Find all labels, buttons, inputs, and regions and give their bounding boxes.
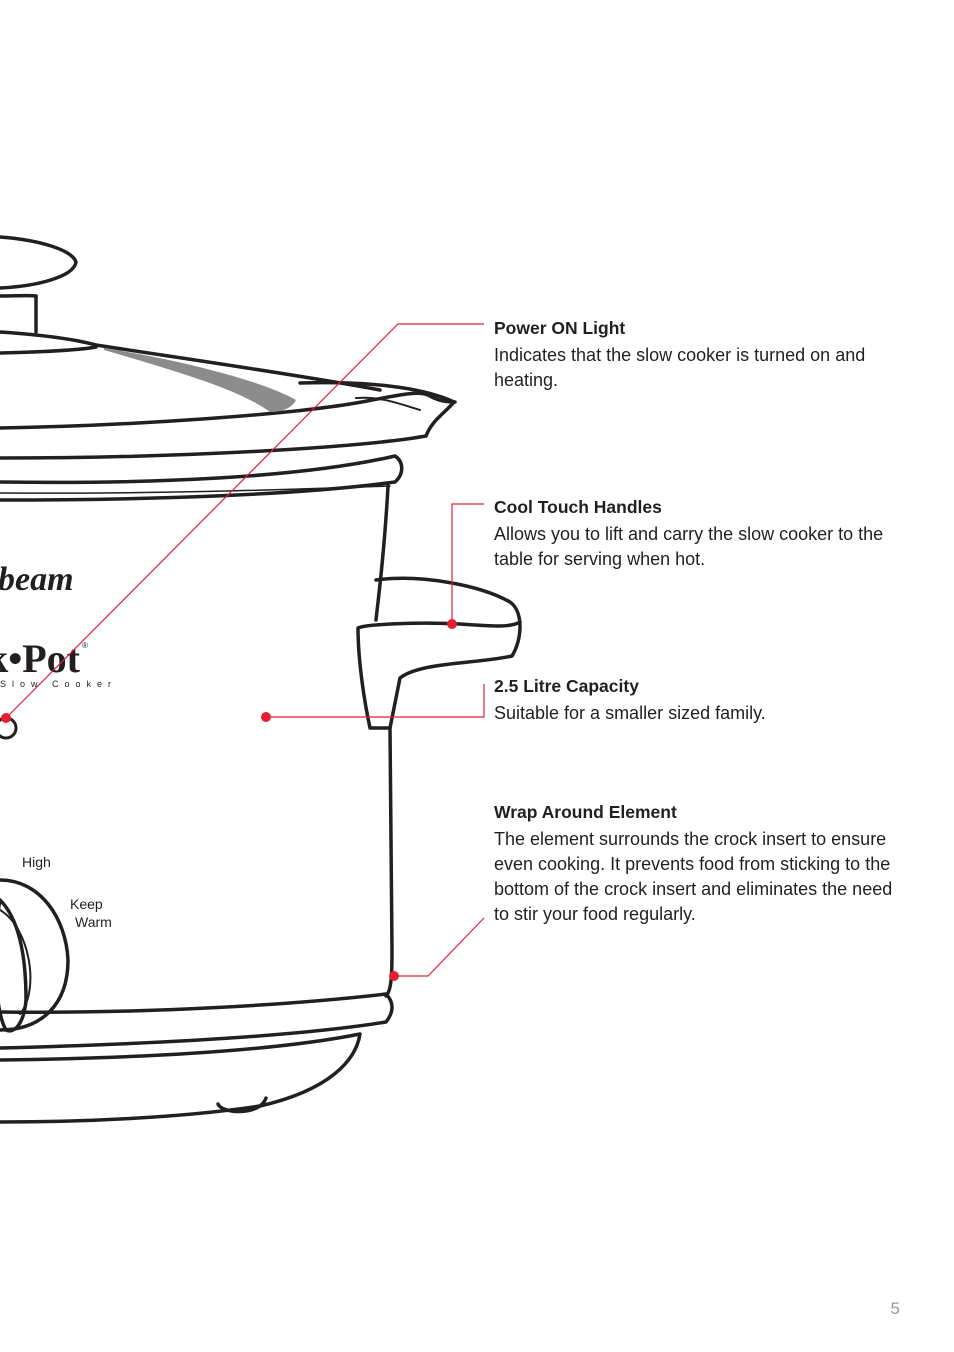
feature-title: 2.5 Litre Capacity — [494, 676, 639, 696]
registered-mark: ® — [82, 641, 88, 650]
lid-highlight — [104, 348, 296, 412]
dial-label-high: High — [22, 854, 51, 870]
brand-logo-beam: beam — [0, 561, 74, 598]
brand-logo-crockpot: k•Pot — [0, 636, 81, 681]
feature-cool-touch-handles: Cool Touch Handles Allows you to lift an… — [494, 496, 904, 572]
crock-band — [0, 454, 404, 502]
callout-dot-handles — [447, 619, 457, 629]
feature-description: The element surrounds the crock insert t… — [494, 829, 893, 924]
feature-title: Wrap Around Element — [494, 802, 677, 822]
dial-label-warm: Warm — [75, 914, 112, 930]
callout-dot-element — [389, 971, 399, 981]
callout-dot-power — [1, 713, 11, 723]
cool-touch-handle — [356, 576, 522, 730]
control-dial — [0, 878, 70, 1032]
callout-line-capacity — [266, 684, 485, 718]
feature-title: Cool Touch Handles — [494, 497, 662, 517]
feature-description: Allows you to lift and carry the slow co… — [494, 524, 884, 569]
feature-wrap-around-element: Wrap Around Element The element surround… — [494, 801, 904, 927]
callout-line-power — [5, 323, 484, 719]
callout-line-handles — [451, 503, 484, 624]
brand-subtitle: Slow Cooker — [0, 679, 117, 689]
crock-body — [374, 484, 390, 622]
crock-foot — [216, 1096, 268, 1114]
callout-dot-capacity — [261, 712, 271, 722]
dial-label-keep: Keep — [70, 896, 103, 912]
lid-rim — [0, 391, 457, 430]
callout-line-element — [394, 917, 485, 977]
lid-knob — [0, 235, 78, 290]
feature-title: Power ON Light — [494, 318, 626, 338]
feature-power-on-light: Power ON Light Indicates that the slow c… — [494, 317, 904, 393]
page-number: 5 — [890, 1299, 900, 1318]
feature-description: Suitable for a smaller sized family. — [494, 703, 766, 723]
feature-capacity: 2.5 Litre Capacity Suitable for a smalle… — [494, 675, 904, 726]
feature-description: Indicates that the slow cooker is turned… — [494, 345, 866, 390]
crock-base — [0, 992, 394, 1050]
lid-dome — [0, 345, 98, 355]
